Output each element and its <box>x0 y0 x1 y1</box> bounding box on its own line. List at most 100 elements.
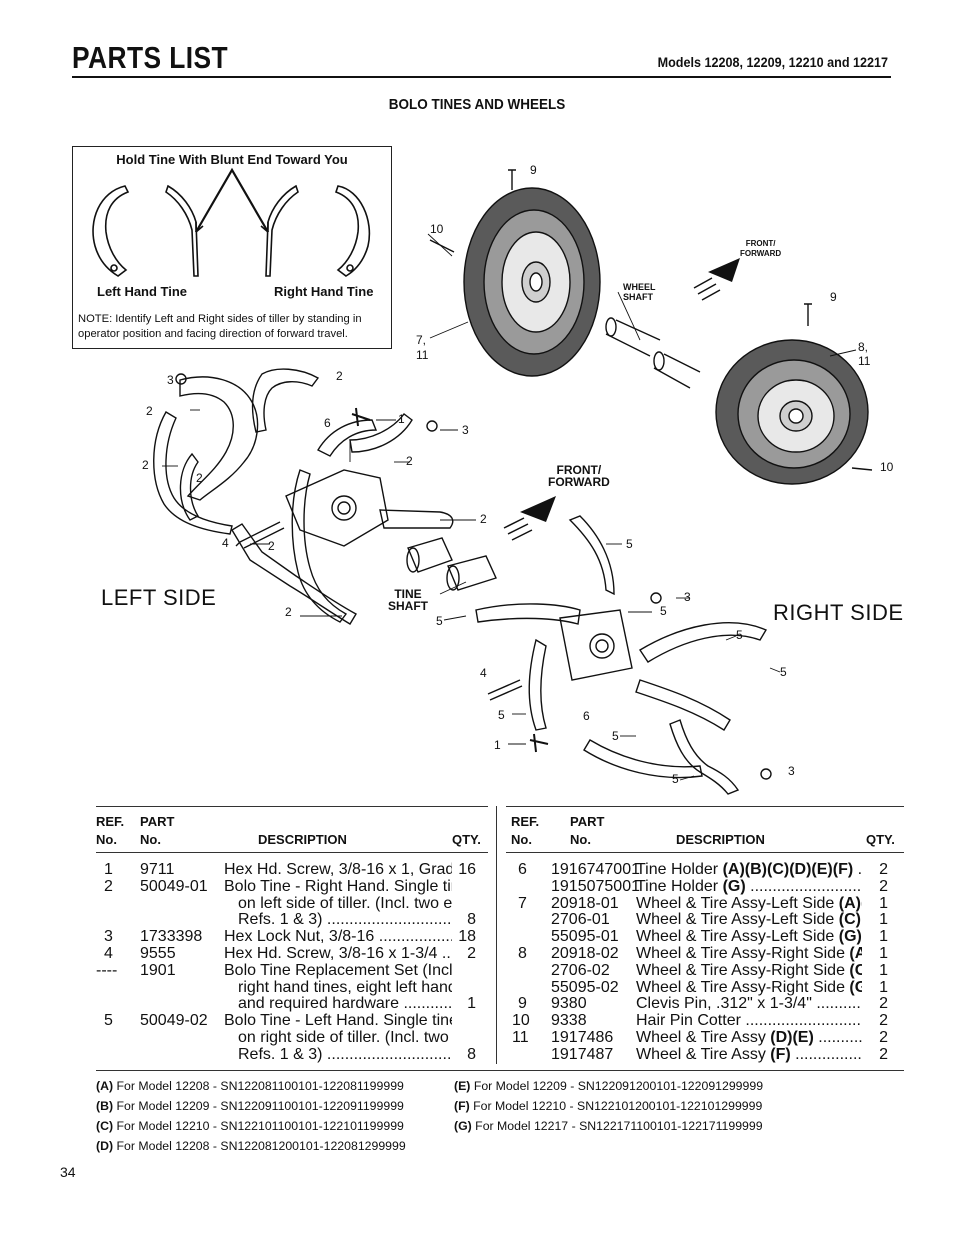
description: Hex Hd. Screw, 3/8-16 x 1, Grade 5 .....… <box>224 861 452 878</box>
quantity: 2 <box>879 1045 888 1063</box>
description-text: Wheel & Tire Assy-Right Side <box>636 978 850 996</box>
description: Clevis Pin, .312" x 1-3/4" .............… <box>636 995 862 1012</box>
part-number: 1916747001 <box>551 861 640 878</box>
wheel-shaft-line-1: WHEEL <box>623 282 656 292</box>
model-codes: (G) <box>838 928 862 946</box>
part-number: 9555 <box>140 945 176 962</box>
table-row: right hand tines, eight left hand tines <box>96 979 488 996</box>
tine-shaft-line-2: SHAFT <box>388 599 428 613</box>
footnote: (E) For Model 12209 - SN122091200101-122… <box>454 1076 763 1096</box>
description: Bolo Tine - Left Hand. Single tine used <box>224 1012 452 1030</box>
description: Bolo Tine - Right Hand. Single tine used <box>224 877 452 895</box>
footnote: (F) For Model 12210 - SN122101200101-122… <box>454 1096 763 1116</box>
callout-5: 5 <box>498 708 505 722</box>
description: Wheel & Tire Assy-Right Side (A)(B) .... <box>636 945 862 962</box>
quantity: 8 <box>467 911 476 929</box>
callout-1: 1 <box>398 412 405 426</box>
description: Wheel & Tire Assy-Left Side (G) ........… <box>636 928 862 945</box>
part-number: 9338 <box>551 1012 587 1030</box>
description-text: Hair Pin Cotter ........................… <box>636 1012 862 1030</box>
part-header-line-2: No. <box>570 832 591 847</box>
tine-shaft-label: TINE SHAFT <box>388 588 428 612</box>
model-codes: (C) <box>849 961 862 979</box>
description-text: Wheel & Tire Assy-Left Side <box>636 911 839 929</box>
description-text: Wheel & Tire Assy-Left Side <box>636 928 839 946</box>
model-codes: (G) <box>722 877 746 895</box>
description-text: Tine Holder <box>636 861 723 878</box>
right-side-label: RIGHT SIDE <box>773 600 904 625</box>
quantity: 1 <box>879 894 888 912</box>
footnote-text: For Model 12217 - SN122171100101-1221711… <box>471 1119 763 1133</box>
right-qty-header: QTY. <box>866 832 895 847</box>
quantity: 2 <box>879 861 888 878</box>
callout-5: 5 <box>780 665 787 679</box>
quantity: 16 <box>458 861 476 878</box>
footnote-text: For Model 12209 - SN122091200101-1220912… <box>470 1079 764 1093</box>
leader-lines <box>162 233 857 781</box>
part-number: 1901 <box>140 961 176 979</box>
section-title-text: BOLO TINES AND WHEELS <box>388 96 566 113</box>
callout-5: 5 <box>612 729 619 743</box>
callout-11: 11 <box>858 354 871 368</box>
left-table-top-rule <box>96 806 488 807</box>
quantity: 2 <box>879 1012 888 1030</box>
part-number: 20918-02 <box>551 945 619 962</box>
front-forward-small-line-2: FORWARD <box>740 249 782 258</box>
ref-number: 3 <box>104 928 113 946</box>
quantity: 1 <box>879 961 888 979</box>
callout-10: 10 <box>430 222 444 236</box>
quantity: 2 <box>879 1029 888 1046</box>
footnote-code: (G) <box>454 1119 472 1133</box>
footnote-code: (C) <box>96 1119 114 1133</box>
ref-number: 2 <box>104 877 113 895</box>
footnotes-left: (A) For Model 12208 - SN122081100101-122… <box>96 1076 406 1156</box>
left-hand-tine-label: Left Hand Tine <box>97 284 188 299</box>
part-number: 9711 <box>140 861 175 878</box>
footnote: (A) For Model 12208 - SN122081100101-122… <box>96 1076 406 1096</box>
quantity: 1 <box>467 995 476 1013</box>
table-row: Refs. 1 & 3) ...........................… <box>96 1046 488 1063</box>
exploded-parts-diagram <box>92 167 873 795</box>
right-hand-tine-label: Right Hand Tine <box>274 284 374 299</box>
wheel-shaft-label: WHEEL SHAFT <box>623 282 656 302</box>
description-text: Wheel & Tire Assy-Left Side <box>636 894 839 912</box>
callout-5: 5 <box>626 537 633 551</box>
footnote: (D) For Model 12208 - SN122081200101-122… <box>96 1136 406 1156</box>
callout-2: 2 <box>196 471 203 485</box>
table-row: on right side of tiller. (Incl. two each <box>96 1029 488 1046</box>
footnote-code: (D) <box>96 1139 114 1153</box>
callout-4: 4 <box>222 536 229 550</box>
footnote-code: (F) <box>454 1099 470 1113</box>
model-codes: (F) <box>770 1045 791 1063</box>
description: Tine Holder (G) ........................… <box>636 878 862 895</box>
callout-5: 5 <box>672 772 679 786</box>
description: Wheel & Tire Assy-Right Side (G) .......… <box>636 979 862 996</box>
tine-orientation-box <box>72 146 392 349</box>
part-number: 1915075001 <box>551 877 640 895</box>
footnote-text: For Model 12210 - SN122101200101-1221012… <box>469 1099 763 1113</box>
callout-2: 2 <box>146 404 153 418</box>
quantity: 2 <box>467 945 476 962</box>
description: Refs. 1 & 3) ...........................… <box>238 911 452 929</box>
quantity: 1 <box>879 911 888 929</box>
ref-number: 6 <box>518 861 527 878</box>
ref-number: 10 <box>512 1012 530 1030</box>
table-row: Refs. 1 & 3) ...........................… <box>96 911 488 928</box>
footnote-code: (E) <box>454 1079 471 1093</box>
tine-shaft-pieces <box>406 317 701 591</box>
description: Wheel & Tire Assy-Left Side (A)(B) .....… <box>636 895 862 912</box>
tine-shaft-line-1: TINE <box>394 587 422 601</box>
ref-number: 5 <box>104 1012 113 1030</box>
quantity: 1 <box>879 978 888 996</box>
callout-6: 6 <box>324 416 331 430</box>
callout-2: 2 <box>268 539 275 553</box>
footnote-text: For Model 12208 - SN122081100101-1220811… <box>113 1079 404 1093</box>
footnote-code: (B) <box>96 1099 114 1113</box>
